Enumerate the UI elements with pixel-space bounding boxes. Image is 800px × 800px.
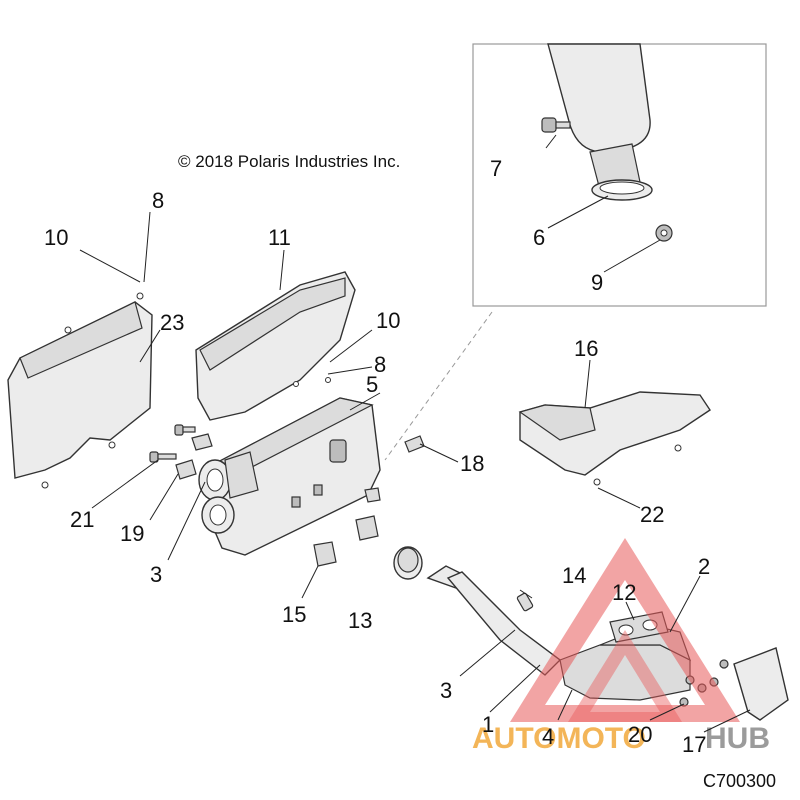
inset-leader: [384, 311, 493, 461]
heat-shield-11-part: [195, 271, 356, 421]
callout-7: 7: [490, 156, 502, 181]
callout-22: 22: [640, 502, 664, 527]
gasket-13-part: [393, 546, 423, 580]
isolator-15-part: [313, 487, 381, 567]
heat-shield-23-part: [7, 292, 153, 489]
callout-21: 21: [70, 507, 94, 532]
callout-11: 11: [268, 225, 291, 250]
callout-3-left: 3: [150, 562, 162, 587]
callout-16: 16: [574, 336, 598, 361]
callout-8-top: 8: [152, 188, 164, 213]
muffler-part: [198, 397, 381, 556]
spring-19-part: [175, 433, 213, 480]
watermark-logo: AUTOMOTO HUB: [472, 538, 770, 755]
watermark-word-auto: AUTOMOTO: [472, 722, 646, 755]
drawing-number: C700300: [703, 771, 776, 791]
tailpipe-part: [547, 43, 653, 201]
leader-lines: [79, 134, 751, 733]
callout-1: 1: [482, 712, 494, 737]
callout-18: 18: [460, 451, 484, 476]
callout-17: 17: [682, 732, 706, 757]
callout-12: 12: [612, 580, 636, 605]
callout-3-right: 3: [440, 678, 452, 703]
callout-8-right: 8: [374, 352, 386, 377]
callout-10-left: 10: [44, 225, 68, 250]
callout-13: 13: [348, 608, 372, 633]
bracket-17-part: [733, 647, 789, 721]
callout-10-right: 10: [376, 308, 400, 333]
callout-9: 9: [591, 270, 603, 295]
callout-5: 5: [366, 372, 378, 397]
callout-6: 6: [533, 225, 545, 250]
callout-15: 15: [282, 602, 306, 627]
watermark-word-hub: HUB: [705, 722, 770, 755]
callout-20: 20: [628, 722, 652, 747]
bolt-7-part: [541, 117, 571, 133]
callout-14: 14: [562, 563, 586, 588]
sensor-14-part: [516, 592, 534, 612]
callout-2: 2: [698, 554, 710, 579]
callout-4: 4: [542, 724, 554, 749]
callout-23: 23: [160, 310, 184, 335]
callout-19: 19: [120, 521, 144, 546]
bolt-21-part: [149, 424, 196, 463]
nut-9-part: [655, 224, 673, 242]
heat-shield-16-part: [518, 391, 711, 486]
copyright-notice: © 2018 Polaris Industries Inc.: [178, 152, 400, 171]
